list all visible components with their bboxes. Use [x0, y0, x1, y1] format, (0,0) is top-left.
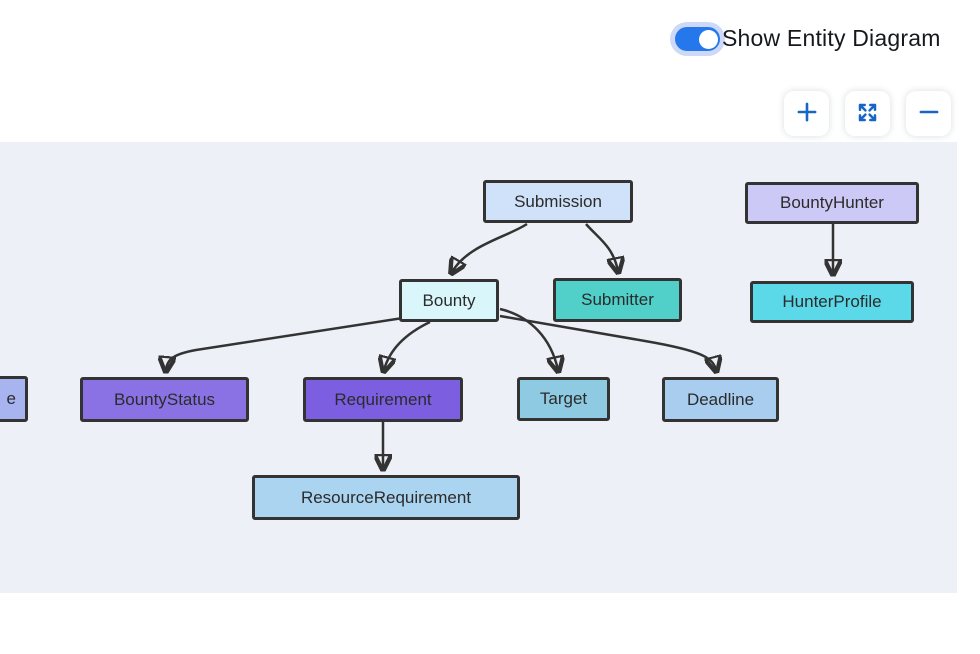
node-label: HunterProfile	[782, 292, 882, 311]
edge-bounty-requirement	[384, 320, 431, 370]
node-label: ResourceRequirement	[300, 487, 472, 507]
node-bountystatus[interactable]: BountyStatus	[80, 377, 249, 422]
edge-bounty-deadline	[499, 314, 716, 370]
plus-icon	[794, 99, 820, 128]
zoom-out-button[interactable]	[906, 91, 951, 136]
node-label: Submitter	[581, 290, 654, 309]
fullscreen-button[interactable]	[845, 91, 890, 136]
node-hunterprofile[interactable]: HunterProfile	[750, 281, 914, 323]
node-label: Target	[539, 389, 588, 408]
edge-bounty-bountystatus	[166, 316, 404, 370]
zoom-in-button[interactable]	[784, 91, 829, 136]
node-bounty[interactable]: Bounty	[399, 279, 499, 322]
node-label: BountyStatus	[113, 389, 216, 409]
edge-submission-submitter	[585, 223, 618, 271]
node-label: Requirement	[334, 389, 432, 409]
expand-icon	[855, 100, 880, 128]
node-label: e	[6, 389, 16, 408]
node-submitter[interactable]: Submitter	[553, 278, 682, 322]
node-requirement[interactable]: Requirement	[303, 377, 463, 422]
node-target[interactable]: Target	[517, 377, 610, 421]
entity-diagram-canvas[interactable]: Submission BountyHunter Bounty Submitter…	[0, 142, 957, 593]
node-partial-clipped[interactable]: e	[0, 376, 28, 422]
node-label: BountyHunter	[780, 193, 884, 212]
node-bountyhunter[interactable]: BountyHunter	[745, 182, 919, 224]
node-label: Deadline	[686, 389, 755, 409]
show-entity-diagram-toggle[interactable]	[675, 27, 720, 51]
minus-icon	[916, 99, 942, 128]
edge-submission-bounty	[452, 222, 528, 272]
toggle-label: Show Entity Diagram	[722, 25, 941, 51]
node-label: Submission	[514, 191, 602, 211]
node-submission[interactable]: Submission	[483, 180, 633, 223]
edge-bounty-target	[499, 307, 558, 370]
node-deadline[interactable]: Deadline	[662, 377, 779, 422]
node-resourcerequirement[interactable]: ResourceRequirement	[252, 475, 520, 520]
node-label: Bounty	[422, 290, 476, 310]
diagram-edges	[0, 222, 957, 593]
toggle-knob	[698, 29, 718, 49]
